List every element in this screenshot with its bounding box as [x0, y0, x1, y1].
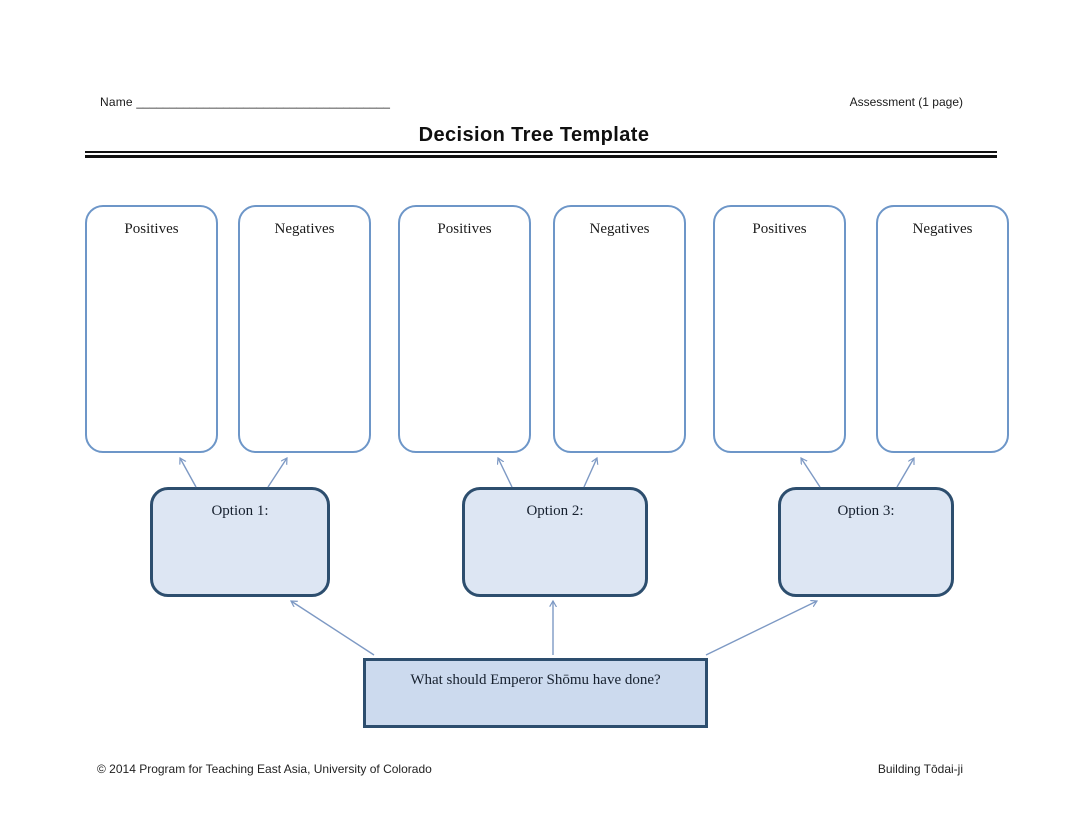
name-label: Name [100, 95, 133, 109]
title-divider-rule [85, 151, 997, 158]
negatives-box-2: Negatives [553, 205, 686, 453]
positives-box-2-label: Positives [437, 221, 492, 237]
negatives-box-3-label: Negatives [912, 221, 973, 237]
positives-box-1: Positives [85, 205, 218, 453]
arrow-option3-to-positives3 [801, 458, 821, 488]
arrow-option1-to-positives1 [180, 458, 197, 488]
page-title: Decision Tree Template [418, 124, 650, 146]
arrow-option2-to-positives2 [498, 458, 513, 488]
assessment-label: Assessment (1 page) [849, 95, 963, 109]
name-line: Name ___________________________________… [100, 95, 390, 109]
positives-box-2: Positives [398, 205, 531, 453]
positives-box-3-label: Positives [752, 221, 807, 237]
arrow-option2-to-negatives2 [583, 458, 597, 488]
option-box-2: Option 2: [462, 487, 648, 597]
question-box: What should Emperor Shōmu have done? [363, 658, 708, 728]
negatives-box-1: Negatives [238, 205, 371, 453]
arrow-option1-to-negatives1 [267, 458, 287, 488]
option-box-1-label: Option 1: [211, 503, 269, 519]
arrow-question-to-option3 [705, 601, 817, 656]
option-box-2-label: Option 2: [526, 503, 584, 519]
question-box-label: What should Emperor Shōmu have done? [410, 672, 661, 688]
option-box-1: Option 1: [150, 487, 330, 597]
footer-project-label: Building Tōdai-ji [877, 762, 963, 776]
option-box-3-label: Option 3: [837, 503, 895, 519]
name-blank-line: ______________________________________ [136, 95, 390, 109]
option-box-3: Option 3: [778, 487, 954, 597]
negatives-box-2-label: Negatives [589, 221, 650, 237]
arrow-option3-to-negatives3 [896, 458, 915, 488]
positives-box-1-label: Positives [124, 221, 179, 237]
positives-box-3: Positives [713, 205, 846, 453]
negatives-box-3: Negatives [876, 205, 1009, 453]
negatives-box-1-label: Negatives [274, 221, 335, 237]
arrow-question-to-option1 [291, 601, 375, 656]
footer-copyright: © 2014 Program for Teaching East Asia, U… [97, 762, 432, 776]
